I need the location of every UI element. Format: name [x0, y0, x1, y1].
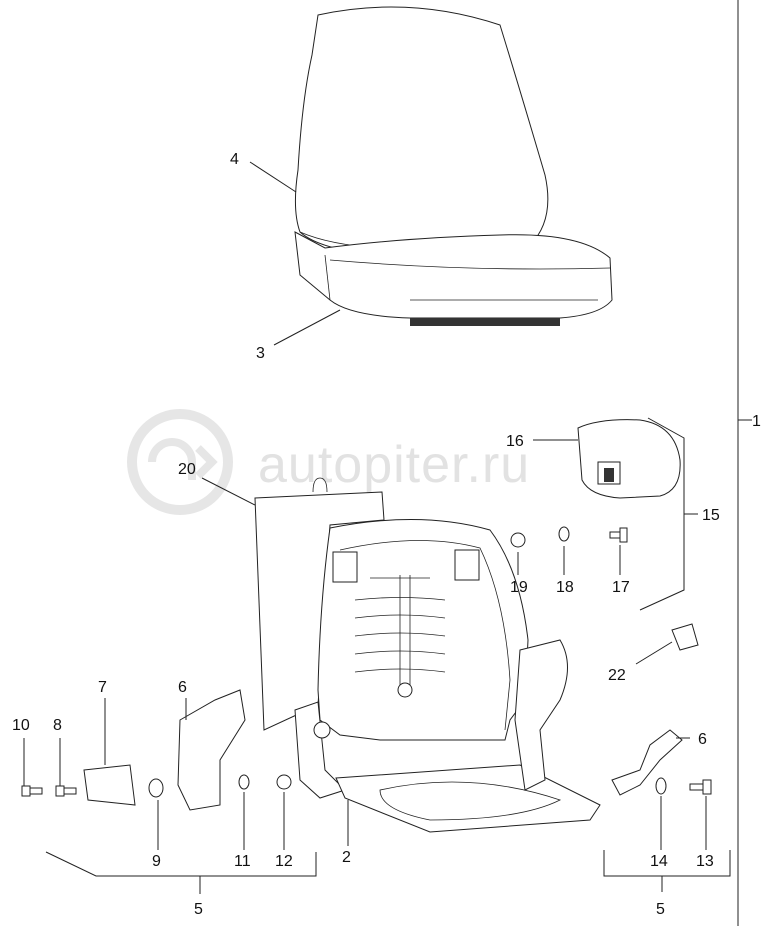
- callout-12: 12: [275, 853, 293, 870]
- belt-buckle-6-left: [177, 689, 246, 811]
- callout-6-right: 6: [698, 731, 707, 748]
- seat-frame: [294, 518, 601, 833]
- callout-2: 2: [342, 849, 351, 866]
- headrest: [577, 419, 681, 499]
- callout-11: 11: [234, 853, 251, 870]
- callout-7: 7: [98, 679, 107, 696]
- back-panel: [254, 477, 385, 731]
- callout-13: 13: [696, 853, 714, 870]
- watermark-text: autopiter.ru: [258, 436, 530, 494]
- callout-18: 18: [556, 579, 574, 596]
- spacer-9: [148, 778, 164, 798]
- nut-12: [276, 774, 292, 790]
- callout-3: 3: [256, 345, 265, 362]
- callout-20: 20: [178, 461, 196, 478]
- callout-5-right: 5: [656, 901, 665, 918]
- bolt-10: [21, 785, 43, 797]
- leader-lines: [23, 161, 731, 894]
- callout-17: 17: [612, 579, 630, 596]
- callout-4: 4: [230, 151, 239, 168]
- callout-14: 14: [650, 853, 668, 870]
- callout-22: 22: [608, 667, 626, 684]
- callout-19: 19: [510, 579, 528, 596]
- seat-back-cushion: [294, 6, 549, 258]
- washer-18: [558, 526, 570, 542]
- nut-19: [510, 532, 526, 548]
- callout-6-left: 6: [178, 679, 187, 696]
- callout-1: 1: [752, 413, 761, 430]
- washer-11: [238, 774, 250, 790]
- callout-10: 10: [12, 717, 30, 734]
- bolt-8: [55, 785, 77, 797]
- callout-9: 9: [152, 853, 161, 870]
- belt-buckle-6-right: [611, 729, 683, 796]
- bolt-13: [689, 779, 712, 795]
- callout-15: 15: [702, 507, 720, 524]
- callout-16: 16: [506, 433, 524, 450]
- seat-bottom-cushion: [294, 231, 613, 326]
- watermark: autopiter.ru: [127, 409, 530, 515]
- bolt-17: [609, 527, 628, 543]
- washer-14: [655, 777, 667, 795]
- bracket-22: [671, 623, 699, 651]
- callout-5-left: 5: [194, 901, 203, 918]
- plate-7: [83, 764, 136, 806]
- callout-8: 8: [53, 717, 62, 734]
